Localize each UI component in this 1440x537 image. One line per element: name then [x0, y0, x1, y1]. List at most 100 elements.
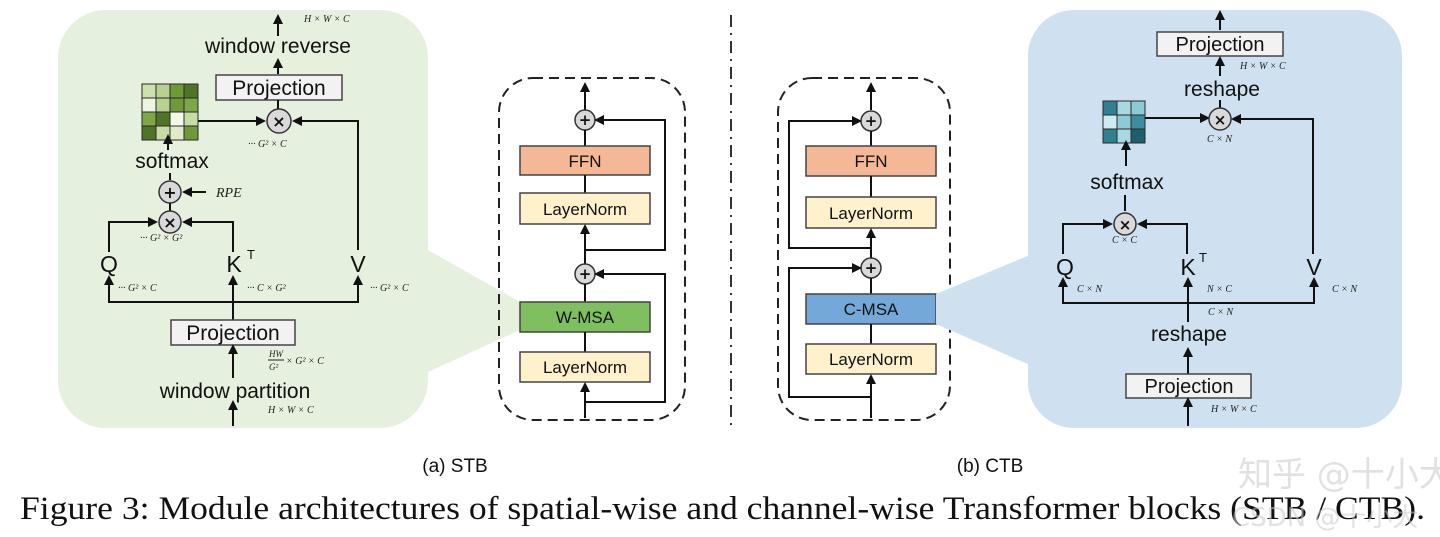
stb-detail-panel: H × W × C window reverse Projection × ··…: [58, 10, 520, 428]
k-dim: N × C: [1206, 284, 1232, 295]
stb-panel-background: [58, 10, 428, 428]
ctb-block: + FFN LayerNorm + C-MSA LayerNorm: [777, 77, 951, 421]
v-label: V: [350, 251, 366, 277]
plus-icon: +: [865, 112, 878, 130]
q-label: Q: [100, 251, 118, 277]
reshape-dim: C × N: [1208, 307, 1234, 318]
k-dim: ··· C × G²: [247, 283, 287, 294]
multiply-icon: ×: [1214, 111, 1227, 129]
q-arrow: [1062, 219, 1113, 254]
cmsa-label: C-MSA: [844, 300, 899, 319]
residual-connection-top: [788, 116, 871, 249]
multiply-op: [266, 108, 292, 134]
attention-map-cell: [141, 97, 157, 113]
rpe-label: RPE: [215, 186, 242, 201]
ctb-panel-background: [1028, 10, 1402, 428]
input-dim: H × W × C: [267, 405, 314, 416]
residual-connection-bottom: [788, 263, 871, 398]
stb-block: + FFN LayerNorm + W-MSA LayerNorm: [498, 77, 686, 421]
projection-top-box: [215, 74, 343, 101]
ffn-label: FFN: [854, 152, 887, 171]
multiply-output-dim: C × N: [1207, 134, 1233, 145]
attention-map-cell: [1116, 128, 1132, 144]
plus-icon: +: [579, 265, 592, 283]
plus-icon: +: [579, 111, 592, 129]
softmax-label: softmax: [135, 150, 209, 173]
window-partition-label: window partition: [159, 380, 311, 403]
projection-dim: H × W × C: [1239, 61, 1286, 72]
output-dim: H × W × C: [303, 14, 350, 25]
multiply-op: [1113, 212, 1137, 236]
layernorm-bottom-box: [805, 343, 937, 375]
layernorm-bottom-box: [519, 351, 651, 383]
v-path-arrow: [1231, 114, 1314, 254]
v-dim: ··· G² × C: [370, 283, 409, 294]
partition-dim-rest: × G² × C: [286, 356, 324, 367]
attention-map-cell: [183, 125, 199, 141]
attention-map-cell: [183, 111, 199, 127]
zhihu-watermark: 知乎 @十小大: [1238, 455, 1440, 495]
layernorm-bottom-label: LayerNorm: [829, 350, 913, 369]
projection-bottom-label: Projection: [186, 322, 279, 345]
attention-map-cell: [155, 97, 171, 113]
ffn-label: FFN: [568, 152, 601, 171]
residual-connection-bottom: [585, 269, 666, 403]
figure-caption: Figure 3: Module architectures of spatia…: [20, 491, 1425, 527]
multiply-icon: ×: [1119, 216, 1132, 234]
attention-map-cell: [169, 83, 185, 99]
ffn-box: [805, 145, 937, 177]
attention-map-cell: [169, 97, 185, 113]
layernorm-top-label: LayerNorm: [829, 204, 913, 223]
residual-connection-top: [585, 115, 666, 251]
q-arrow: [108, 217, 158, 252]
q-dim: C × N: [1077, 284, 1103, 295]
v-dim: C × N: [1332, 284, 1358, 295]
layernorm-top-box: [519, 192, 651, 225]
ctb-detail-panel: Projection H × W × C reshape × C × N sof…: [936, 10, 1402, 428]
stb-subcaption: (a) STB: [422, 456, 487, 477]
q-label: Q: [1056, 254, 1074, 280]
v-label: V: [1306, 254, 1322, 280]
k-label: K: [226, 251, 242, 277]
ffn-box: [519, 145, 651, 176]
multiply-op: [158, 210, 182, 234]
attention-map-cell: [1130, 100, 1146, 116]
multiply-icon: ×: [163, 213, 176, 232]
attention-map-cell: [1102, 128, 1118, 144]
projection-top-label: Projection: [1176, 34, 1265, 56]
multiply-icon: ×: [272, 112, 285, 131]
stb-block-border: [498, 77, 686, 421]
k-arrow: [1137, 219, 1188, 254]
window-reverse-label: window reverse: [204, 35, 351, 58]
ctb-block-border: [777, 77, 951, 421]
attention-map-cell: [1130, 128, 1146, 144]
softmax-label: softmax: [1090, 171, 1164, 194]
partition-dim-denominator: G²: [269, 362, 278, 372]
stb-callout-wedge: [428, 250, 520, 372]
projection-bottom-box: [170, 319, 296, 346]
csdn-watermark: CSDN @十小大: [1232, 503, 1418, 533]
partition-dim-numerator: HW: [268, 349, 284, 359]
attention-dim: C × C: [1112, 235, 1137, 246]
multiply-output-dim: ··· G² × C: [248, 139, 287, 150]
projection-bottom-label: Projection: [1145, 376, 1234, 398]
attention-map-cell: [1102, 114, 1118, 130]
layernorm-bottom-label: LayerNorm: [543, 358, 627, 377]
layernorm-top-label: LayerNorm: [543, 200, 627, 219]
plus-icon: +: [163, 183, 176, 202]
reshape-bottom-label: reshape: [1151, 323, 1227, 346]
attention-map-cell: [155, 83, 171, 99]
layernorm-top-box: [805, 196, 937, 229]
k-label: K: [1180, 254, 1196, 280]
wmsa-label: W-MSA: [556, 308, 615, 327]
attention-map-icon: [1102, 100, 1146, 144]
projection-bottom-box: [1125, 373, 1252, 399]
k-arrow: [182, 217, 234, 252]
projection-top-box: [1156, 31, 1284, 57]
ctb-subcaption: (b) CTB: [957, 456, 1024, 477]
attention-map-cell: [183, 97, 199, 113]
ctb-callout-wedge: [936, 255, 1030, 365]
attention-map-cell: [1116, 114, 1132, 130]
plus-icon: +: [865, 259, 878, 277]
